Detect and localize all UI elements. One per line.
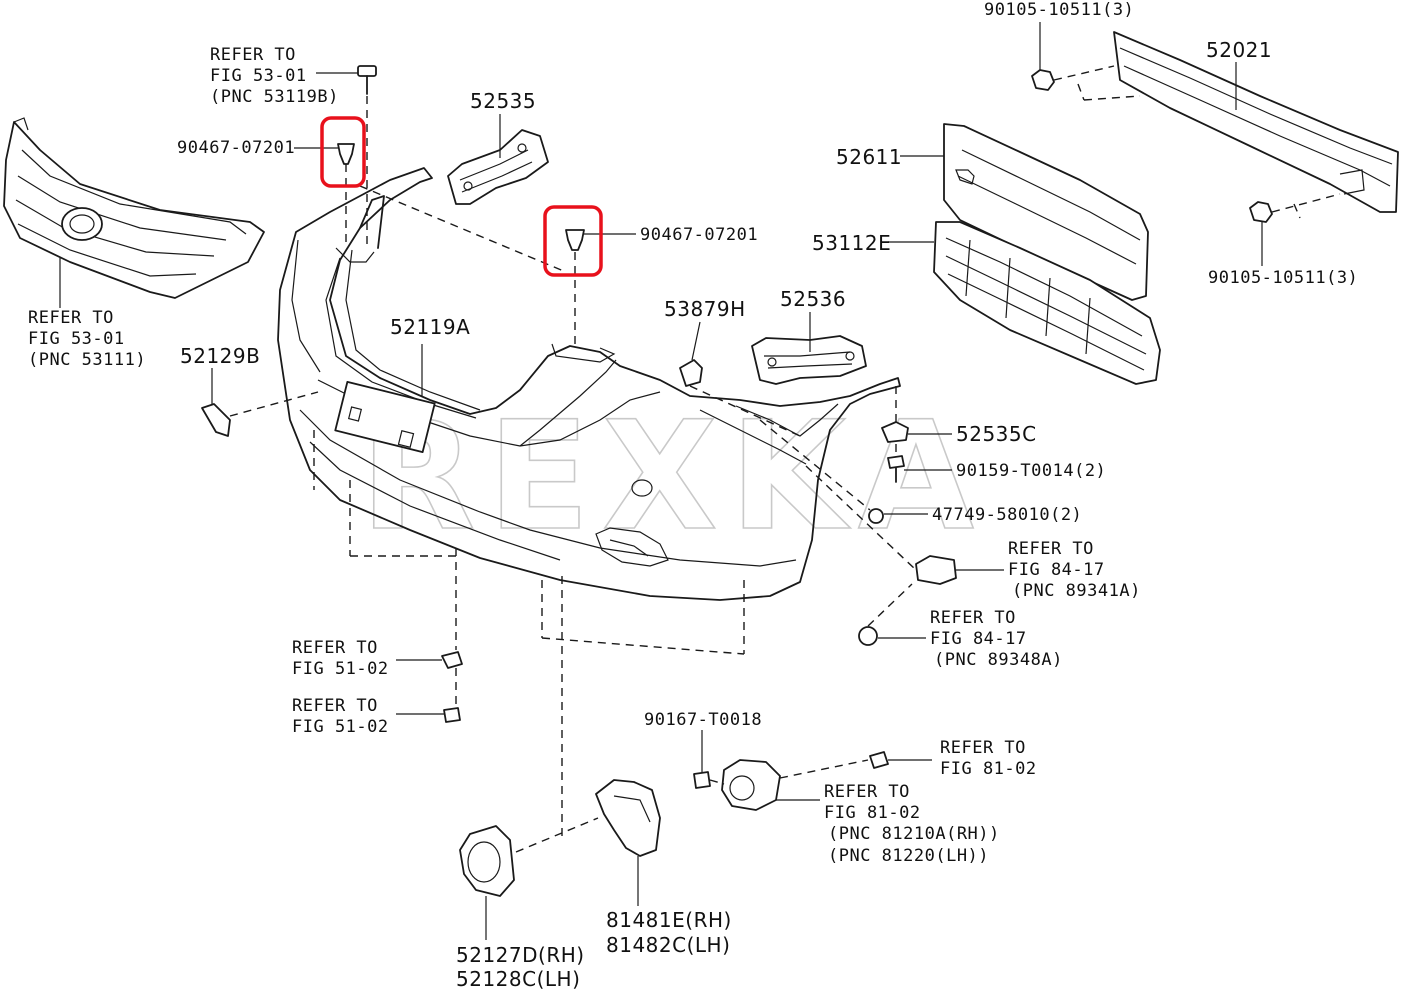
label-refer-84a-3: (PNC 89341A) xyxy=(1012,581,1141,601)
label-52129b: 52129B xyxy=(180,344,260,368)
label-refer-81b-4: (PNC 81220(LH)) xyxy=(828,846,989,866)
label-90167: 90167-T0018 xyxy=(644,710,762,730)
label-refer-51a-1: REFER TO xyxy=(292,638,378,658)
label-47749: 47749-58010(2) xyxy=(932,505,1082,525)
label-refer-grille-1: REFER TO xyxy=(28,308,114,328)
label-refer-84a-1: REFER TO xyxy=(1008,539,1094,559)
label-refer-51b-1: REFER TO xyxy=(292,696,378,716)
label-refer-81a-2: FIG 81-02 xyxy=(940,759,1037,779)
label-52119a: 52119A xyxy=(390,315,470,339)
label-52535c: 52535C xyxy=(956,422,1037,446)
label-81482c: 81482C(LH) xyxy=(606,933,730,957)
label-52535: 52535 xyxy=(470,89,536,113)
clip-52129b xyxy=(201,368,231,437)
highlight-clip-right xyxy=(543,205,603,277)
screw-90159 xyxy=(887,455,952,483)
label-53112e: 53112E xyxy=(812,231,891,255)
label-52611: 52611 xyxy=(836,145,902,169)
label-refer-81b-3: (PNC 81210A(RH)) xyxy=(828,824,1000,844)
clip-52535c xyxy=(881,421,952,443)
energy-absorber-52611 xyxy=(900,123,1149,301)
label-90105-bottom: 90105-10511(3) xyxy=(1208,268,1358,288)
watermark: REXKA xyxy=(360,390,986,564)
label-refer-51b-2: FIG 51-02 xyxy=(292,717,389,737)
label-refer-53-2: FIG 53-01 xyxy=(210,66,307,86)
clip-51-02-a xyxy=(396,651,463,669)
bolt-53119b xyxy=(316,65,377,95)
label-52021: 52021 xyxy=(1206,38,1272,62)
screw-81-02 xyxy=(869,751,932,769)
highlight-clip-left xyxy=(320,116,366,188)
label-52536: 52536 xyxy=(780,287,846,311)
clip-47749 xyxy=(868,508,928,524)
bumper-retainer-52119a xyxy=(345,249,481,411)
label-refer-84b-2: FIG 84-17 xyxy=(930,629,1027,649)
fog-lamp-unit xyxy=(721,759,820,811)
label-refer-84b-3: (PNC 89348A) xyxy=(934,650,1063,670)
label-refer-grille-3: (PNC 53111) xyxy=(28,350,146,370)
assembly-lines xyxy=(229,65,1341,853)
sensor-89348a xyxy=(858,626,926,646)
label-81481e: 81481E(RH) xyxy=(606,908,732,932)
label-90105-top: 90105-10511(3) xyxy=(984,0,1134,20)
clip-90467-left xyxy=(294,143,355,165)
label-52128c: 52128C(LH) xyxy=(456,967,580,991)
label-refer-53-1: REFER TO xyxy=(210,45,296,65)
bolt-90105-bottom xyxy=(1249,201,1273,266)
label-refer-grille-2: FIG 53-01 xyxy=(28,329,125,349)
front-bumper-cover xyxy=(277,167,901,601)
label-refer-81b-1: REFER TO xyxy=(824,782,910,802)
bolt-90105-top xyxy=(1031,22,1055,91)
fog-lamp-bracket-81481e xyxy=(595,779,661,906)
label-refer-51a-2: FIG 51-02 xyxy=(292,659,389,679)
label-90467-right: 90467-07201 xyxy=(640,225,758,245)
lower-grille-53112e xyxy=(888,221,1161,385)
radiator-grille xyxy=(3,117,265,308)
label-refer-53-3: (PNC 53119B) xyxy=(210,87,339,107)
label-refer-84b-1: REFER TO xyxy=(930,608,1016,628)
label-52127d: 52127D(RH) xyxy=(456,943,585,967)
label-refer-81b-2: FIG 81-02 xyxy=(824,803,921,823)
bracket-52535 xyxy=(447,114,549,205)
label-refer-81a-1: REFER TO xyxy=(940,738,1026,758)
bracket-53879h xyxy=(679,321,703,387)
sensor-89341a xyxy=(915,555,1004,585)
label-refer-84a-2: FIG 84-17 xyxy=(1008,560,1105,580)
screw-90167 xyxy=(693,730,711,789)
fog-lamp-cover-52127d xyxy=(459,825,515,940)
clip-51-02-b xyxy=(396,707,461,723)
bumper-reinforcement-52021 xyxy=(1113,31,1399,213)
label-90159: 90159-T0014(2) xyxy=(956,461,1106,481)
label-53879h: 53879H xyxy=(664,297,746,321)
label-90467-left: 90467-07201 xyxy=(177,138,295,158)
bracket-52536 xyxy=(751,312,867,385)
clip-90467-right xyxy=(565,229,636,251)
